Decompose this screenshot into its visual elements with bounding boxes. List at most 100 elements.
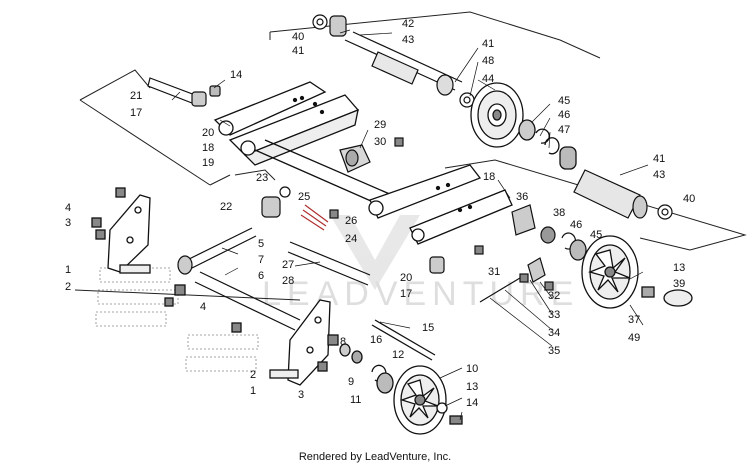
pivot-block-30	[339, 137, 404, 173]
callout-20: 20	[202, 127, 214, 139]
track-lugs	[95, 267, 259, 372]
callout-33: 33	[548, 309, 560, 321]
callout-39: 39	[673, 278, 685, 290]
callout-31: 31	[488, 266, 500, 278]
front-arm	[368, 164, 513, 245]
callout-1: 1	[65, 264, 71, 276]
idler-wheel-44	[470, 82, 577, 170]
callout-45: 45	[590, 229, 602, 241]
callout-47: 47	[558, 124, 570, 136]
callout-11: 11	[350, 394, 361, 406]
fasteners-31-35	[429, 245, 554, 303]
callout-9: 9	[348, 376, 354, 388]
callout-17: 17	[400, 288, 412, 300]
callout-46: 46	[558, 109, 570, 121]
callout-27: 27	[282, 259, 294, 271]
callout-34: 34	[548, 327, 560, 339]
callout-30: 30	[374, 136, 386, 148]
callout-41: 41	[292, 45, 304, 57]
callout-43: 43	[402, 34, 414, 46]
callout-15: 15	[422, 322, 434, 334]
callout-28: 28	[282, 275, 294, 287]
snap-ring-46-top	[535, 128, 550, 144]
callout-43: 43	[653, 169, 665, 181]
bushing-41-right	[559, 146, 577, 170]
idler-wheel-10	[393, 365, 463, 435]
callout-37: 37	[628, 314, 640, 326]
callout-17: 17	[130, 107, 142, 119]
watermark: LEADVENTURE	[262, 215, 579, 313]
bearing-45-top	[518, 119, 536, 141]
callout-3: 3	[298, 389, 304, 401]
callout-12: 12	[392, 349, 404, 361]
callout-46: 46	[570, 219, 582, 231]
callout-8: 8	[340, 336, 346, 348]
callout-4: 4	[200, 301, 206, 313]
callout-38: 38	[553, 207, 565, 219]
bushing-36	[511, 204, 587, 261]
callout-35: 35	[548, 345, 560, 357]
callout-6: 6	[258, 270, 264, 282]
callout-labels: 42 43 40 41 41 48 44 14 21 17 20 18 19 2…	[65, 18, 695, 409]
callout-40: 40	[683, 193, 695, 205]
callout-18: 18	[483, 171, 495, 183]
callout-23: 23	[256, 172, 268, 184]
panel-outlines	[74, 11, 747, 301]
leader-lines	[171, 29, 649, 421]
callout-29: 29	[374, 119, 386, 131]
callout-13: 13	[673, 262, 685, 274]
callout-10: 10	[466, 363, 478, 375]
callout-4: 4	[65, 202, 71, 214]
callout-7: 7	[258, 254, 264, 266]
callout-20: 20	[400, 272, 412, 284]
bolt-39	[641, 286, 655, 298]
bushing-41-top	[329, 15, 347, 37]
callout-1: 1	[250, 385, 256, 397]
upper-axle-assembly	[312, 14, 475, 108]
callout-25: 25	[298, 191, 310, 203]
watermark-text: LEADVENTURE	[262, 275, 579, 313]
footer-credit: Rendered by LeadVenture, Inc.	[298, 451, 452, 463]
callout-41: 41	[653, 153, 665, 165]
lower-bracket	[231, 299, 436, 394]
callout-5: 5	[258, 238, 264, 250]
callout-24: 24	[345, 233, 357, 245]
shaft-21	[147, 77, 221, 107]
idler-wheel-37	[581, 235, 693, 309]
nut-26	[329, 209, 339, 219]
callout-14: 14	[466, 397, 478, 409]
tube-42	[371, 51, 419, 85]
callout-26: 26	[345, 215, 357, 227]
callout-19: 19	[202, 157, 214, 169]
bushing-41-mid	[436, 74, 454, 96]
bolt-4-top	[115, 187, 126, 198]
washer-23	[279, 186, 291, 198]
cap-49	[663, 289, 693, 307]
bolt-14-top	[209, 85, 221, 97]
callout-14: 14	[230, 69, 242, 81]
callout-16: 16	[370, 334, 382, 346]
callout-45: 45	[558, 95, 570, 107]
callout-18: 18	[202, 142, 214, 154]
callout-40: 40	[292, 31, 304, 43]
callout-32: 32	[548, 290, 560, 302]
bushing-22	[261, 196, 281, 218]
callout-2: 2	[250, 369, 256, 381]
callout-48: 48	[482, 55, 494, 67]
callout-49: 49	[628, 332, 640, 344]
snap-ring-47	[544, 137, 560, 155]
callout-21: 21	[130, 90, 142, 102]
left-bracket	[91, 187, 186, 307]
callout-22: 22	[220, 201, 232, 213]
callout-42: 42	[402, 18, 414, 30]
callout-3: 3	[65, 217, 71, 229]
callout-2: 2	[65, 281, 71, 293]
callout-13: 13	[466, 381, 478, 393]
callout-44: 44	[482, 73, 494, 85]
callout-41: 41	[482, 38, 494, 50]
callout-36: 36	[516, 191, 528, 203]
right-tube-43	[573, 169, 673, 220]
rear-arm	[213, 81, 393, 206]
center-shafts	[177, 186, 371, 331]
